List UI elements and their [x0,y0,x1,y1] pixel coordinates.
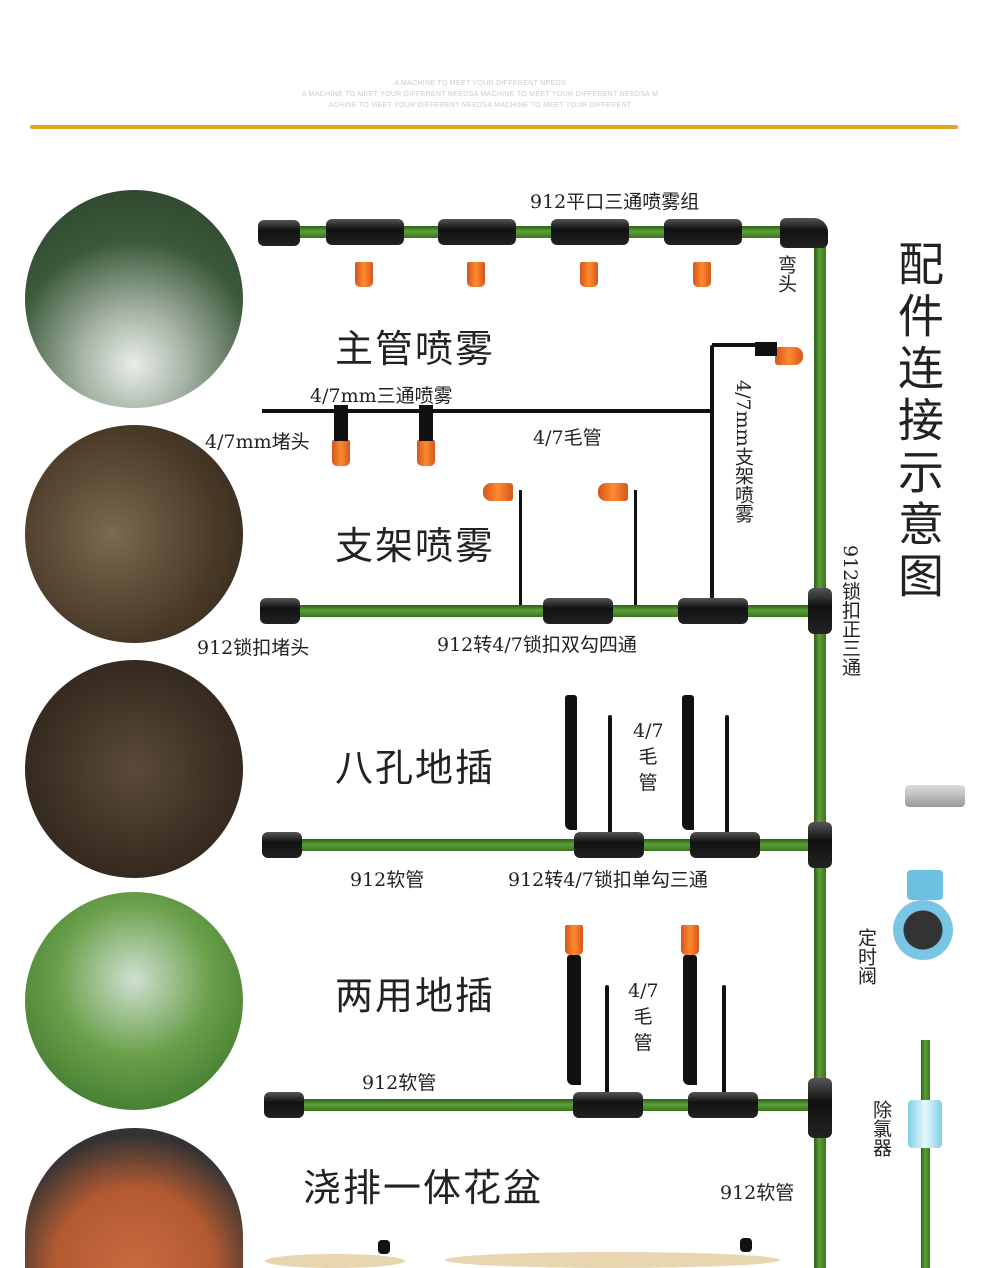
faucet-icon [905,785,965,807]
label-hose-5: 912软管 [720,1182,795,1204]
header-subtitle-1: A MACHINE TO MEET YOUR DIFFERENT NEEDS [394,80,566,87]
tee-fitting [551,219,629,245]
tee-fitting [438,219,516,245]
section-stand-mist: 支架喷雾 [335,524,496,568]
hose-row-3 [275,839,820,851]
section-pot: 浇排一体花盆 [303,1166,544,1210]
capillary-bend [712,343,762,347]
stand-sprayer-head [755,342,777,356]
label-hose-4: 912软管 [362,1072,437,1094]
mist-nozzle [580,262,598,287]
label-timer: 定时阀 [855,928,877,985]
main-tee-fitting [808,822,832,868]
faucet-hose [921,1040,930,1268]
mist-nozzle [332,440,350,466]
label-single-tee: 912转4/7锁扣单勾三通 [508,869,708,891]
dechlorinator [908,1100,942,1148]
capillary-tube [608,715,612,835]
photo-eight-hole [25,660,243,878]
stand-sprayer-nozzle [775,347,803,365]
ground-stake [567,955,581,1085]
stand-sprayer-nozzle [483,483,513,501]
mist-nozzle [355,262,373,287]
stand-stake [519,490,522,605]
single-tee-fitting [573,1092,643,1118]
four-way-fitting [543,598,613,624]
dual-stake-nozzle [565,925,583,955]
mini-tee [419,405,433,441]
faucet-adapter [907,870,943,900]
label-stand-sprayer: 4/7mm支架喷雾 [732,380,754,523]
pot-tray [265,1254,405,1268]
label-main-tee: 912锁扣正三通 [839,545,861,677]
mini-tee [334,405,348,441]
photo-pot [25,1128,243,1268]
stand-sprayer-nozzle [598,483,628,501]
label-hose-3: 912软管 [350,869,425,891]
single-tee-fitting [574,832,644,858]
lock-plug [264,1092,304,1118]
mist-nozzle [467,262,485,287]
end-plug [258,220,300,246]
ground-stake [683,955,697,1085]
capillary-tube [725,715,729,835]
tee-fitting [664,219,742,245]
label-dechlorinator: 除氯器 [870,1100,892,1157]
capillary-tube [605,985,609,1097]
timer-valve [893,900,953,960]
label-elbow: 弯头 [775,255,797,293]
label-four-way: 912转4/7锁扣双勾四通 [437,634,637,656]
label-capillary: 4/7毛管 [533,427,602,449]
capillary-line [262,409,712,413]
main-tee-fitting [808,588,832,634]
section-main-mist: 主管喷雾 [335,327,496,371]
label-capillary-4: 4/7毛管 [628,980,659,1054]
tee-fitting [326,219,404,245]
hose-row-4 [275,1099,820,1111]
photo-stand-mist [25,425,243,643]
page-title: 配件连接示意图 [891,240,945,604]
ground-stake [682,695,694,830]
pot-tray [445,1252,780,1268]
photo-dual-use [25,892,243,1110]
label-capillary-3: 4/7毛管 [633,720,664,794]
label-tee-group: 912平口三通喷雾组 [530,191,700,213]
photo-main-mist [25,190,243,408]
label-lock-plug: 912锁扣堵头 [197,637,310,659]
capillary-tube [722,985,726,1097]
header-subtitle-3: ACHINE TO MEET YOUR DIFFERENT NEEDSA MAC… [328,102,632,109]
single-tee-fitting [688,1092,758,1118]
section-eight-hole: 八孔地插 [335,746,496,790]
pot-valve [378,1240,390,1254]
lock-plug [260,598,300,624]
pot-valve [740,1238,752,1252]
single-tee-fitting [690,832,760,858]
section-dual-use: 两用地插 [335,974,496,1018]
main-tee-fitting [808,1078,832,1138]
dual-stake-nozzle [681,925,699,955]
label-mini-plug: 4/7mm堵头 [205,431,310,453]
gold-divider [30,125,958,129]
stand-stake [634,490,637,605]
label-mini-tee: 4/7mm三通喷雾 [310,385,453,407]
main-vertical-pipe [814,238,826,1268]
ground-stake [565,695,577,830]
tee-fitting [678,598,748,624]
mist-nozzle [693,262,711,287]
elbow-fitting [780,218,828,248]
mist-nozzle [417,440,435,466]
capillary-riser [710,345,714,607]
lock-plug [262,832,302,858]
header-subtitle-2: A MACHINE TO MEET YOUR DIFFERENT NEEDSA … [301,91,659,98]
